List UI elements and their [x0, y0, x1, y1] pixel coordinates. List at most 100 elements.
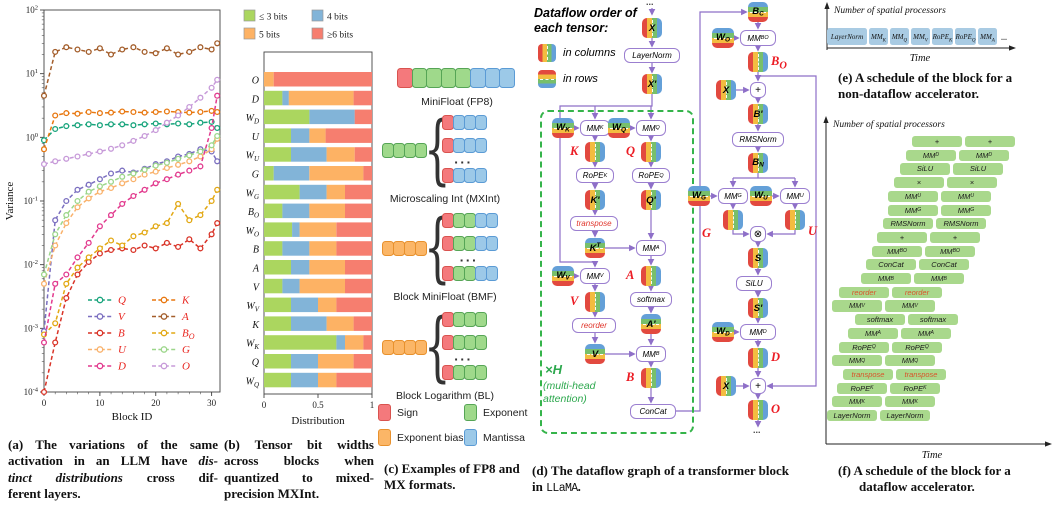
svg-text:5 bits: 5 bits	[259, 31, 280, 41]
svg-text:A: A	[181, 311, 189, 323]
tensor-label: A'	[646, 318, 656, 330]
op-otimes: ⊗	[750, 226, 766, 242]
svg-text:102: 102	[26, 5, 38, 16]
tensor-u	[785, 210, 805, 230]
caption-text: (c) Examples of FP8 and	[384, 461, 520, 476]
tensor-name-U: U	[808, 224, 818, 238]
svg-text:K: K	[251, 320, 260, 331]
legend-entry-Q: Q	[88, 295, 126, 307]
svg-text:WQ: WQ	[246, 376, 259, 389]
in-columns-label: in columns	[563, 47, 616, 59]
caption-text: non-dataflow accelerator.	[838, 86, 980, 102]
tensor-v2: V	[585, 344, 605, 364]
legend-entry-≥6 bits: ≥6 bits	[311, 27, 353, 41]
dots-top: ...	[646, 0, 654, 7]
schedule-box-MM_A: MMA	[978, 28, 997, 45]
svg-text:≤ 3 bits: ≤ 3 bits	[259, 13, 288, 23]
svg-text:WD: WD	[246, 113, 259, 126]
tensor-label: X	[722, 84, 730, 96]
legend-entry-4 bits: 4 bits	[311, 9, 348, 23]
tensor-kp: K'	[585, 190, 605, 210]
tensor-s: S	[748, 248, 768, 268]
mantissa-cell	[499, 68, 515, 88]
mantissa-cell	[486, 266, 498, 281]
tensor-b	[641, 368, 661, 388]
mantissa-cell	[486, 236, 498, 251]
legend-entry-U: U	[88, 344, 127, 356]
svg-text:Q: Q	[118, 295, 126, 307]
mantissa-cell	[475, 168, 487, 183]
svg-text:V: V	[253, 282, 261, 293]
tensor-name-G: G	[702, 226, 712, 240]
multi-head-sub2: attention)	[543, 393, 587, 405]
schedule-box-SiLU: SiLU	[953, 163, 1003, 175]
tensor-label: X	[722, 380, 730, 392]
series-G	[40, 132, 221, 278]
svg-text:O: O	[182, 361, 190, 373]
svg-text:K: K	[181, 295, 190, 307]
panel-d-dataflow-graph: Dataflow order of each tensor: in column…	[532, 0, 824, 455]
tensor-label: WD	[716, 326, 730, 338]
bar-K: K	[251, 316, 372, 331]
svg-text:LayerNorm: LayerNorm	[830, 33, 863, 41]
legend-sign: Sign	[378, 404, 418, 421]
svg-text:0: 0	[262, 400, 267, 410]
legend-in-rows: in rows	[538, 70, 598, 88]
schedule-box-softmax: softmax	[908, 314, 958, 326]
schedule-box-×: ×	[947, 177, 997, 189]
series-K	[40, 107, 221, 153]
tensor-wu: WU	[750, 186, 772, 206]
svg-text:WK: WK	[246, 339, 259, 352]
legend-exponent-bias: Exponent bias	[378, 429, 464, 446]
legend-entry-K: K	[152, 295, 190, 307]
dots-bottom: ...	[753, 425, 761, 435]
bar-B_O: BO	[248, 203, 372, 220]
mantissa-cell	[486, 213, 498, 228]
svg-text:20: 20	[151, 398, 161, 408]
caption-line: ferent layers.	[8, 486, 218, 502]
schedule-box-LayerNorm: LayerNorm	[827, 28, 867, 45]
svg-text:WV: WV	[246, 301, 259, 314]
tensor-o	[748, 400, 768, 420]
format-label: Block Logarithm (BL)	[395, 390, 495, 402]
caption-text: tinct distributions	[8, 469, 123, 485]
dataflow-edges	[559, 8, 817, 428]
tensor-k	[585, 142, 605, 162]
tensor-q	[641, 142, 661, 162]
bar-W_Q: WQ	[246, 372, 372, 389]
tensor-label: WQ	[612, 122, 626, 134]
caption-text: (a) The variations of the same	[8, 437, 218, 452]
series-D	[40, 92, 221, 346]
caption-line: (e) A schedule of the block for a	[838, 70, 1063, 86]
op-softmax: softmax	[630, 292, 672, 307]
bar-W_G: WG	[246, 184, 372, 201]
legend-entry-D: D	[88, 361, 126, 373]
svg-text:MMA: MMA	[979, 33, 996, 44]
schedule-box-+: +	[965, 136, 1015, 148]
multi-head-dashed-box	[540, 110, 694, 434]
mantissa-cell	[470, 68, 486, 88]
in-rows-label: in rows	[563, 73, 598, 85]
caption-line: (b) Tensor bit widths	[224, 437, 374, 453]
schedule-box-softmax: softmax	[855, 314, 905, 326]
caption-text: precision MXInt.	[224, 486, 320, 502]
svg-text:1: 1	[370, 400, 375, 410]
svg-text:U: U	[252, 132, 260, 143]
bar-U: U	[252, 128, 372, 143]
tensor-label: KT	[589, 241, 601, 255]
x-axis-label: Block ID	[112, 411, 153, 423]
